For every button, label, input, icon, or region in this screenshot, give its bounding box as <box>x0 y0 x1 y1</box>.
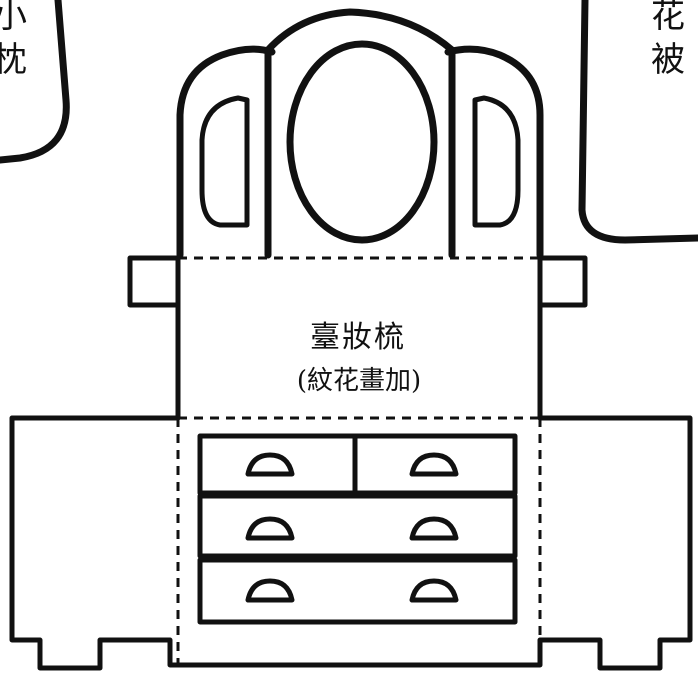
left-panel-text: 小 枕 <box>0 0 30 82</box>
handle-middle-right <box>409 516 459 541</box>
handle-bottom-right <box>409 578 459 603</box>
mirror-left-wing <box>176 45 276 259</box>
handle-bottom-left <box>245 578 295 603</box>
handle-middle-left <box>245 516 295 541</box>
left-arm <box>127 255 181 308</box>
right-panel-line-2: 被 <box>651 40 685 80</box>
subtitle-label: (紋花畫加) <box>296 366 422 396</box>
base-cabinet-outline <box>9 415 693 671</box>
drawer-top-left <box>197 433 358 496</box>
mirror-center-frame <box>264 8 456 259</box>
title-label: 臺妝梳 <box>310 320 406 355</box>
left-panel-line-1: 小 <box>0 0 27 36</box>
handle-top-left <box>245 452 295 477</box>
handle-top-right <box>409 452 459 477</box>
drawer-top-right <box>352 433 518 496</box>
left-panel-outline <box>0 0 70 164</box>
right-arm <box>537 255 588 308</box>
drawer-middle <box>197 493 518 559</box>
left-wing-mirror <box>199 95 250 228</box>
right-panel-outline <box>578 0 698 244</box>
mirror-right-wing <box>444 45 544 259</box>
right-wing-mirror <box>472 95 521 228</box>
right-panel-line-1: 花 <box>651 0 685 36</box>
drawer-bottom <box>197 557 518 625</box>
left-panel-line-2: 枕 <box>0 40 27 80</box>
center-oval-mirror <box>286 40 438 244</box>
right-panel-text: 花 被 <box>648 0 688 82</box>
